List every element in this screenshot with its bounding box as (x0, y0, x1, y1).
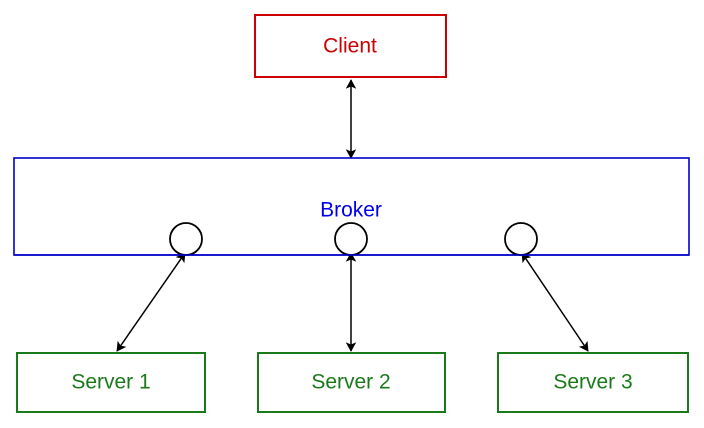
client-label: Client (323, 35, 377, 58)
broker-port-2-icon[interactable] (334, 222, 368, 256)
server-3-box[interactable] (497, 352, 689, 413)
server-2-box[interactable] (257, 352, 446, 413)
port1-server1-link (116, 252, 186, 352)
server-2-label: Server 2 (311, 371, 390, 394)
broker-label: Broker (320, 199, 382, 222)
server-3-label: Server 3 (553, 371, 632, 394)
server-1-label: Server 1 (71, 371, 150, 394)
port3-server3-link (521, 252, 589, 352)
server-1-box[interactable] (16, 352, 206, 413)
client-box[interactable] (254, 14, 447, 78)
broker-port-1-icon[interactable] (169, 222, 203, 256)
broker-port-3-icon[interactable] (504, 222, 538, 256)
